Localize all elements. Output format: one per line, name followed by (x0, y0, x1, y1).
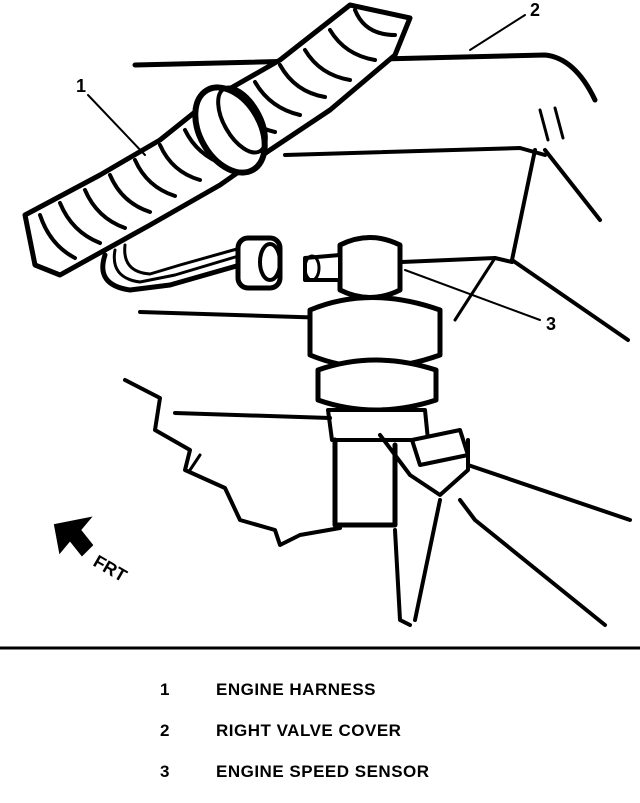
legend-label: ENGINE SPEED SENSOR (216, 762, 430, 781)
legend: 1 ENGINE HARNESS 2 RIGHT VALVE COVER 3 E… (160, 680, 580, 803)
callout-3: 3 (546, 314, 556, 334)
front-direction-label: FRT (90, 551, 130, 586)
callout-1: 1 (76, 76, 86, 96)
engine-harness (22, 2, 413, 293)
leader-lines (87, 14, 541, 321)
legend-number: 3 (160, 762, 170, 781)
legend-row: 2 RIGHT VALVE COVER (160, 721, 580, 762)
legend-label: ENGINE HARNESS (216, 680, 377, 699)
engine-block (123, 378, 632, 627)
right-valve-cover (132, 52, 630, 342)
legend-label: RIGHT VALVE COVER (216, 721, 402, 740)
engine-speed-sensor (303, 235, 470, 528)
front-direction-arrow (53, 516, 94, 557)
legend-row: 3 ENGINE SPEED SENSOR (160, 762, 580, 803)
legend-number: 1 (160, 680, 170, 699)
legend-number: 2 (160, 721, 170, 740)
callout-2: 2 (530, 0, 540, 20)
legend-row: 1 ENGINE HARNESS (160, 680, 580, 721)
